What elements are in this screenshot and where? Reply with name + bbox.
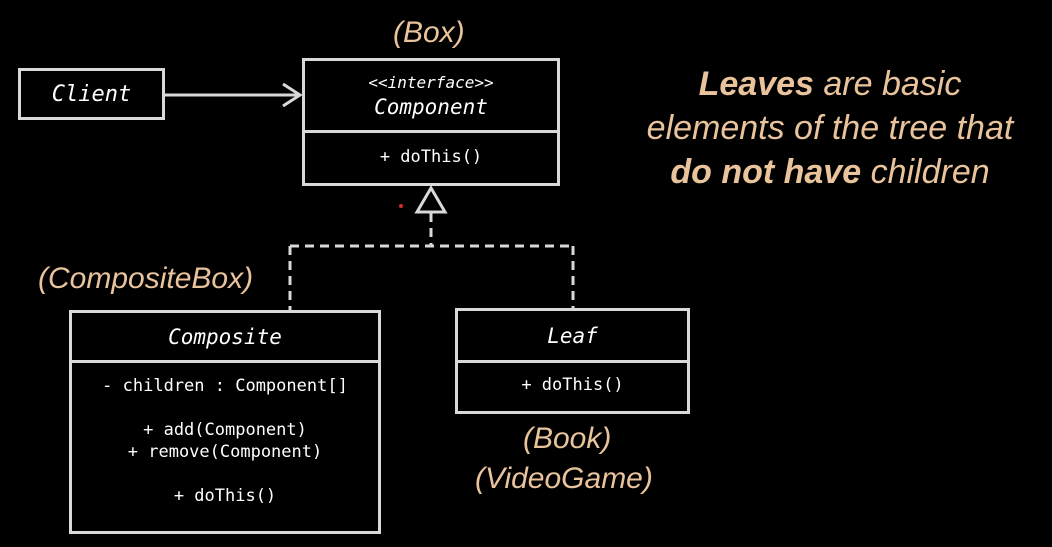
component-box: <<interface>> Component + doThis() [302,58,560,186]
component-stereotype: <<interface>> [368,72,494,92]
description-line-3: do not have children [600,150,1052,194]
composite-method-remove: + remove(Component) [127,442,323,462]
composite-field: - children : Component[] [102,376,348,396]
realization-triangle [414,185,448,214]
cursor-dot [399,204,403,208]
association-arrowhead [282,82,303,108]
description-text-1: are basic [813,65,962,103]
description-line-2: elements of the tree that [646,109,1014,147]
client-name: Client [51,81,132,107]
description-bold-leaves: Leaves [698,65,814,103]
leaf-body: + doThis() [458,363,687,395]
component-header: <<interface>> Component [305,61,557,133]
leaf-method: + doThis() [521,375,624,395]
composite-header: Composite [72,313,378,363]
composite-name: Composite [168,324,282,349]
box-label: (Box) [393,16,465,49]
composite-method-dothis: + doThis() [173,486,277,506]
client-box: Client [18,68,165,120]
leaf-header: Leaf [458,311,687,363]
composite-box-label: (CompositeBox) [38,262,254,295]
description-bold-do-not-have: do not have [670,153,862,191]
description-line-1: Leaves are basic [600,62,1052,106]
realization-dashed-lines [288,213,575,310]
composite-method-add: + add(Component) [143,420,307,440]
description-text-3: children [861,153,990,191]
leaves-description: Leaves are basic elements of the tree th… [600,62,1052,194]
video-game-label: (VideoGame) [475,462,653,495]
composite-box: Composite - children : Component[] + add… [69,310,381,534]
composite-body: - children : Component[] + add(Component… [72,363,378,506]
component-body: + doThis() [305,133,557,167]
leaf-name: Leaf [547,323,598,348]
leaf-box: Leaf + doThis() [455,308,690,414]
component-method: + doThis() [379,147,483,167]
book-label: (Book) [523,422,612,455]
component-name: Component [374,94,488,119]
